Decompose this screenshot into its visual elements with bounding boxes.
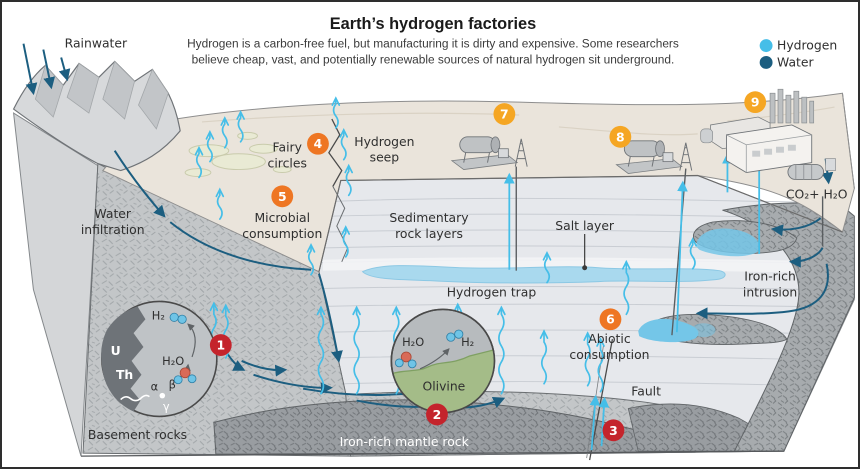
water-legend-dot: [759, 56, 773, 69]
svg-text:circles: circles: [268, 156, 307, 171]
olivine-label: Olivine: [422, 379, 465, 394]
hydrogen-seep-crack: [328, 118, 349, 262]
rain-arrow: [42, 49, 56, 90]
abiotic-consumption-label: Abiotic: [588, 331, 631, 346]
svg-text:infiltration: infiltration: [81, 222, 145, 237]
svg-text:seep: seep: [370, 150, 400, 165]
infiltration-arrow-down: [318, 273, 343, 363]
infiltration-arrow: [113, 150, 166, 218]
h2-label: H₂: [152, 308, 165, 322]
beta-label: β: [169, 378, 176, 392]
badge-8: 8: [609, 125, 632, 148]
svg-text:rock layers: rock layers: [395, 226, 463, 241]
subtitle-line-1: Hydrogen is a carbon-free fuel, but manu…: [187, 37, 679, 51]
co2-h2o-label: CO₂+ H₂O: [786, 186, 848, 201]
svg-text:intrusion: intrusion: [743, 284, 797, 299]
badge-7: 7: [493, 103, 516, 125]
well-8-hydrogen-arrow: [675, 180, 688, 333]
badge-4: 4: [307, 132, 329, 155]
uranium-label: U: [111, 343, 121, 358]
salt-layer-band: [322, 257, 853, 274]
uranium-thorium-zone: [101, 306, 146, 412]
rain-arrow: [22, 43, 38, 96]
h2-molecule: [446, 329, 464, 342]
basement-rocks-label: Basement rocks: [88, 427, 187, 442]
fairy-circles-label: Fairy: [273, 140, 302, 155]
legend: Hydrogen Water: [759, 38, 837, 69]
mountains: [12, 60, 181, 172]
wells: [515, 166, 824, 336]
hydrogen-trap-band: [361, 265, 726, 284]
badge-9: 9: [744, 91, 767, 114]
processing-plant: [700, 88, 836, 180]
mountain-shading: [34, 60, 169, 130]
h2o-label: H₂O: [162, 354, 184, 368]
microbial-consumption-label: Microbial: [254, 210, 310, 225]
svg-text:consumption: consumption: [242, 226, 322, 241]
alpha-label: α: [151, 380, 159, 394]
legend-label-water: Water: [777, 54, 814, 69]
h2o-molecule: [173, 367, 197, 385]
rainwater-label: Rainwater: [65, 36, 128, 51]
badge-5: 5: [271, 185, 294, 208]
gamma-label: γ: [163, 399, 170, 413]
svg-text:2: 2: [433, 407, 442, 422]
svg-text:3: 3: [609, 423, 618, 438]
olivine-inset: Olivine H₂O H₂: [390, 308, 496, 414]
svg-text:consumption: consumption: [569, 347, 649, 362]
svg-text:4: 4: [314, 136, 323, 151]
subtitle-line-2: believe cheap, vast, and potentially ren…: [192, 52, 675, 66]
thorium-label: Th: [116, 367, 133, 382]
badge-2: 2: [426, 403, 448, 426]
svg-text:7: 7: [500, 106, 509, 121]
block-bottom-edge: [80, 450, 784, 457]
hydrogen-trap-label: Hydrogen trap: [447, 284, 537, 299]
sedimentary-rock-layers-label: Sedimentary: [389, 210, 468, 225]
badge-6: 6: [599, 308, 622, 331]
water-infiltration-label: Water: [94, 206, 131, 221]
iron-rich-intrusion: [638, 202, 855, 452]
radiolysis-inset: U Th α β γ H₂ H₂O: [101, 300, 218, 418]
iron-rich-mantle-rock-label: Iron-rich mantle rock: [340, 434, 470, 449]
iron-rich-mantle-rock: [213, 399, 785, 455]
h2o-molecule: [394, 351, 417, 369]
labels: Rainwater Water infiltration Fairy circl…: [65, 36, 848, 450]
hydrogen-legend-dot: [759, 39, 773, 53]
hydrogen-pocket-lower: [638, 318, 699, 343]
salt-layer-pointer: [582, 234, 588, 271]
badge-1: 1: [209, 334, 232, 356]
well-pipe-8: [671, 168, 687, 336]
rain-arrow: [58, 57, 71, 82]
page-title: Earth’s hydrogen factories: [330, 15, 536, 33]
plant-chimneys: [769, 88, 815, 124]
hydrogen-seep-label: Hydrogen: [354, 134, 414, 149]
radiation-wave: [120, 394, 150, 402]
h2o-label: H₂O: [402, 335, 424, 349]
svg-text:6: 6: [606, 312, 615, 327]
plant-windows: [752, 144, 796, 157]
infiltration-stream: [169, 221, 312, 271]
svg-text:1: 1: [216, 338, 225, 353]
svg-text:5: 5: [278, 189, 287, 204]
salt-layer-label: Salt layer: [555, 218, 615, 233]
h2-molecule: [169, 312, 187, 324]
h2-label: H₂: [461, 335, 474, 349]
legend-label-hydrogen: Hydrogen: [777, 38, 837, 53]
olivine-zone: [391, 349, 495, 413]
badges: 1 2 3 4 5 6 7 8 9: [209, 91, 767, 442]
badge-3: 3: [602, 419, 625, 442]
hydrogen-pocket-upper: [696, 228, 760, 257]
svg-text:9: 9: [751, 95, 760, 110]
header: Earth’s hydrogen factories Hydrogen is a…: [187, 15, 679, 67]
svg-text:8: 8: [616, 129, 625, 144]
iron-rich-intrusion-label: Iron-rich: [744, 269, 796, 284]
fault-label: Fault: [631, 384, 661, 399]
